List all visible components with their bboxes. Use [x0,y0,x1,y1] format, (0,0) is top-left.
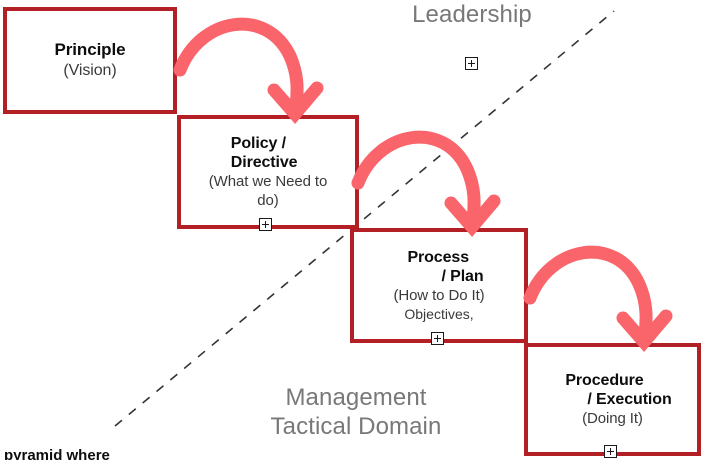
box-procedure-title-line2: / Execution [587,391,672,409]
management-text-line1: Management [285,384,427,411]
box-principle-subtitle: (Vision) [63,61,117,79]
plus-square-handle-icon-procedure[interactable] [604,445,617,458]
plus-square-handle-icon-leadership[interactable] [465,57,478,70]
box-process-title-line1: Process [407,248,470,266]
box-policy-title-line1: Policy / [230,134,286,152]
box-policy-content: Policy / Directive (What we Need to do) [201,134,335,211]
box-policy-directive[interactable]: Policy / Directive (What we Need to do) [177,115,359,229]
management-text-line2: Tactical Domain [270,413,442,441]
box-procedure-execution[interactable]: Procedure / Execution (Doing It) [524,343,701,456]
domain-label-management: Management Tactical Domain [227,383,485,442]
box-principle-content: Principle (Vision) [55,40,126,81]
domain-label-leadership: Leadership [409,0,535,29]
arrow-policy-to-process [351,130,501,237]
box-principle-title: Principle [54,40,126,60]
box-process-plan[interactable]: Process / Plan (How to Do It) Objectives… [350,228,528,343]
arrow-principle-to-policy [173,17,324,124]
plus-square-handle-icon-policy[interactable] [259,218,272,231]
plus-square-handle-icon-process[interactable] [431,332,444,345]
box-process-subtitle: (How to Do It) [393,286,485,304]
box-process-title-line2: / Plan [441,268,484,286]
box-process-content: Process / Plan (How to Do It) Objectives… [387,248,490,323]
box-policy-subtitle-line1: (What we Need to [208,172,328,190]
box-policy-subtitle-line2: do) [257,191,279,209]
box-procedure-content: Procedure / Execution (Doing It) [547,371,677,429]
box-procedure-title-line1: Procedure [565,371,644,389]
box-procedure-subtitle: (Doing It) [582,409,643,427]
box-principle[interactable]: Principle (Vision) [3,7,177,114]
leadership-text: Leadership [412,1,532,28]
box-policy-title-line2: Directive [230,154,298,172]
bottom-caption: pyramid where [4,447,110,460]
arrow-process-to-procedure [523,245,673,352]
box-process-extra: Objectives, [404,305,474,322]
